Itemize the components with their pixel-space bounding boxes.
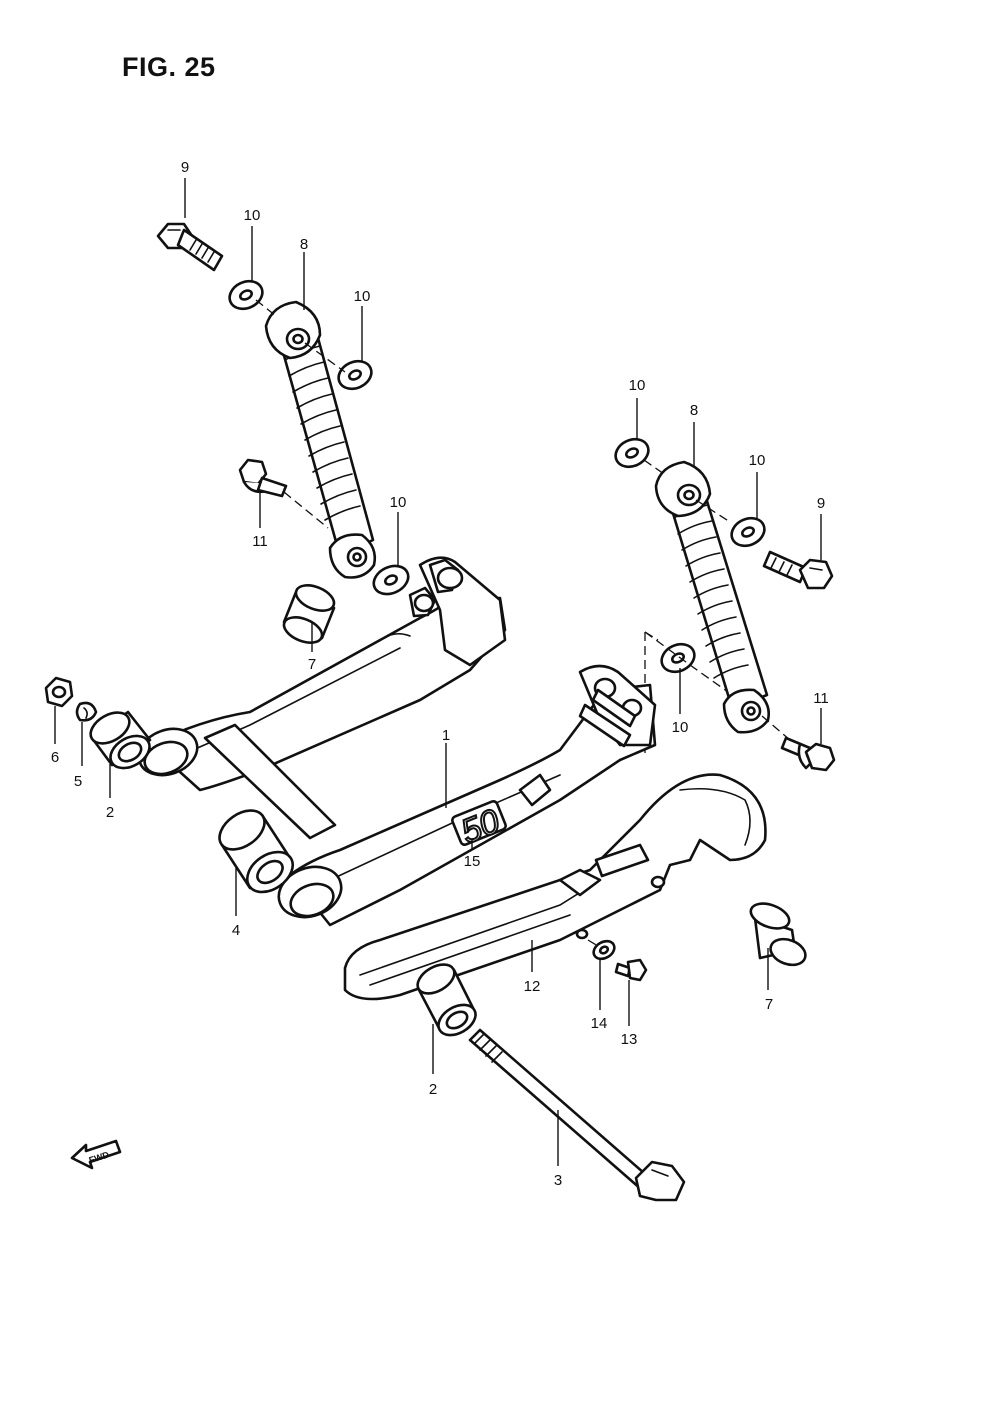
left-washer-upper-outer [228, 279, 264, 311]
callout-1: 1 [442, 727, 450, 744]
large-bushing [218, 809, 294, 894]
upper-bushing [89, 710, 152, 770]
callout-10: 10 [672, 719, 689, 736]
callout-2: 2 [429, 1081, 437, 1098]
left-shock-absorber [264, 300, 377, 579]
right-shock-lower-bolt [780, 736, 836, 772]
callout-6: 6 [51, 749, 59, 766]
callout-15: 15 [464, 853, 481, 870]
right-shock-absorber [654, 460, 770, 734]
callout-8: 8 [690, 402, 698, 419]
left-washer-upper-inner [337, 359, 373, 391]
left-shock-lower-bolt [238, 458, 288, 498]
callout-9: 9 [817, 495, 825, 512]
callout-7: 7 [308, 656, 316, 673]
callout-5: 5 [74, 773, 82, 790]
callout-labels: 9 10 8 10 11 10 7 6 5 2 1 15 4 12 2 3 14… [51, 159, 829, 1189]
callout-2: 2 [106, 804, 114, 821]
callout-14: 14 [591, 1015, 608, 1032]
callout-12: 12 [524, 978, 541, 995]
right-washer-upper-inner [730, 516, 766, 548]
forward-direction-arrow: FWD [70, 1139, 122, 1170]
lower-bushing [416, 963, 477, 1037]
figure-title: FIG. 25 [122, 52, 216, 82]
callout-3: 3 [554, 1172, 562, 1189]
left-shock-spacer [282, 584, 336, 644]
chain-case-bolt [614, 958, 648, 982]
chain-case-washer [592, 939, 616, 961]
callout-13: 13 [621, 1031, 638, 1048]
callout-10: 10 [749, 452, 766, 469]
callout-8: 8 [300, 236, 308, 253]
callout-11: 11 [252, 533, 268, 550]
axle-nut [44, 676, 74, 708]
right-shock-upper-bolt [762, 550, 834, 590]
axle-washer [75, 701, 98, 722]
callout-7: 7 [765, 996, 773, 1013]
callout-10: 10 [390, 494, 407, 511]
swing-arm: 50 [137, 556, 657, 927]
callout-10: 10 [354, 288, 371, 305]
right-shock-spacer [749, 902, 807, 967]
left-shock-upper-bolt [156, 222, 224, 272]
left-washer-lower [372, 564, 410, 596]
leader-lines [54, 178, 822, 1166]
chain-case [343, 773, 767, 1001]
callout-4: 4 [232, 922, 240, 939]
right-washer-lower [660, 642, 696, 674]
callout-9: 9 [181, 159, 189, 176]
callout-10: 10 [629, 377, 646, 394]
callout-11: 11 [813, 690, 829, 707]
right-washer-upper-outer [614, 437, 650, 469]
pivot-bolt [468, 1028, 686, 1202]
callout-10: 10 [244, 207, 261, 224]
